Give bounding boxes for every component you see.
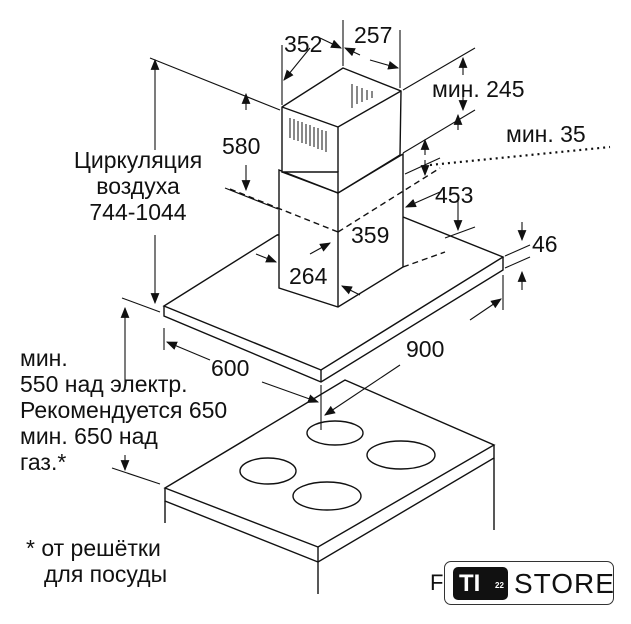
- burner: [366, 440, 436, 470]
- dim-chimney-depth: 257: [354, 22, 393, 48]
- dim-min-top-clearance: мин. 245: [432, 76, 525, 102]
- hob: [163, 379, 496, 594]
- footnote: * от решётки для посуды: [26, 535, 167, 587]
- footnote-line: для посуды: [44, 561, 168, 587]
- dim-lower-chimney-width: 359: [351, 222, 390, 248]
- burner: [306, 420, 364, 446]
- logo-superscript: 22: [495, 581, 504, 590]
- watermark-prefix: F: [430, 570, 444, 595]
- burner: [239, 457, 297, 485]
- dim-lower-chimney-depth: 264: [289, 263, 328, 289]
- dim-canopy-thickness: 46: [532, 231, 558, 257]
- dim-chimney-width: 352: [284, 31, 323, 57]
- logo-text: STORE: [514, 568, 615, 599]
- mounting-height-line: газ.*: [20, 449, 67, 475]
- dim-min-overlap: мин. 35: [506, 121, 586, 147]
- mounting-height-line: мин.: [20, 345, 68, 371]
- dimension-lines: [111, 20, 611, 485]
- upper-chimney: [281, 67, 402, 195]
- lower-chimney: [229, 152, 441, 308]
- mounting-height-line: Рекомендуется 650: [20, 397, 228, 423]
- logo-badge-text: TI: [459, 570, 481, 597]
- mounting-height-line: 550 над электр.: [20, 371, 188, 397]
- dim-canopy-width: 900: [406, 336, 445, 362]
- air-circulation-line: Циркуляция: [73, 147, 203, 173]
- dim-lower-chimney-height: 453: [435, 182, 474, 208]
- store-logo: TI 22 STORE: [444, 561, 614, 605]
- air-circulation-line: 744-1044: [89, 199, 187, 225]
- logo-badge: TI 22: [453, 567, 508, 600]
- footnote-line: * от решётки: [26, 535, 161, 561]
- dim-upper-chimney-height: 580: [222, 133, 261, 159]
- burner: [292, 481, 362, 511]
- air-circulation-label: Циркуляция воздуха 744-1044: [58, 147, 218, 225]
- mounting-height-line: мин. 650 над: [20, 423, 158, 449]
- air-circulation-line: воздуха: [96, 173, 180, 199]
- mounting-height-label: мин. 550 над электр. Рекомендуется 650 м…: [20, 345, 227, 475]
- dim-canopy-depth: 600: [211, 355, 250, 381]
